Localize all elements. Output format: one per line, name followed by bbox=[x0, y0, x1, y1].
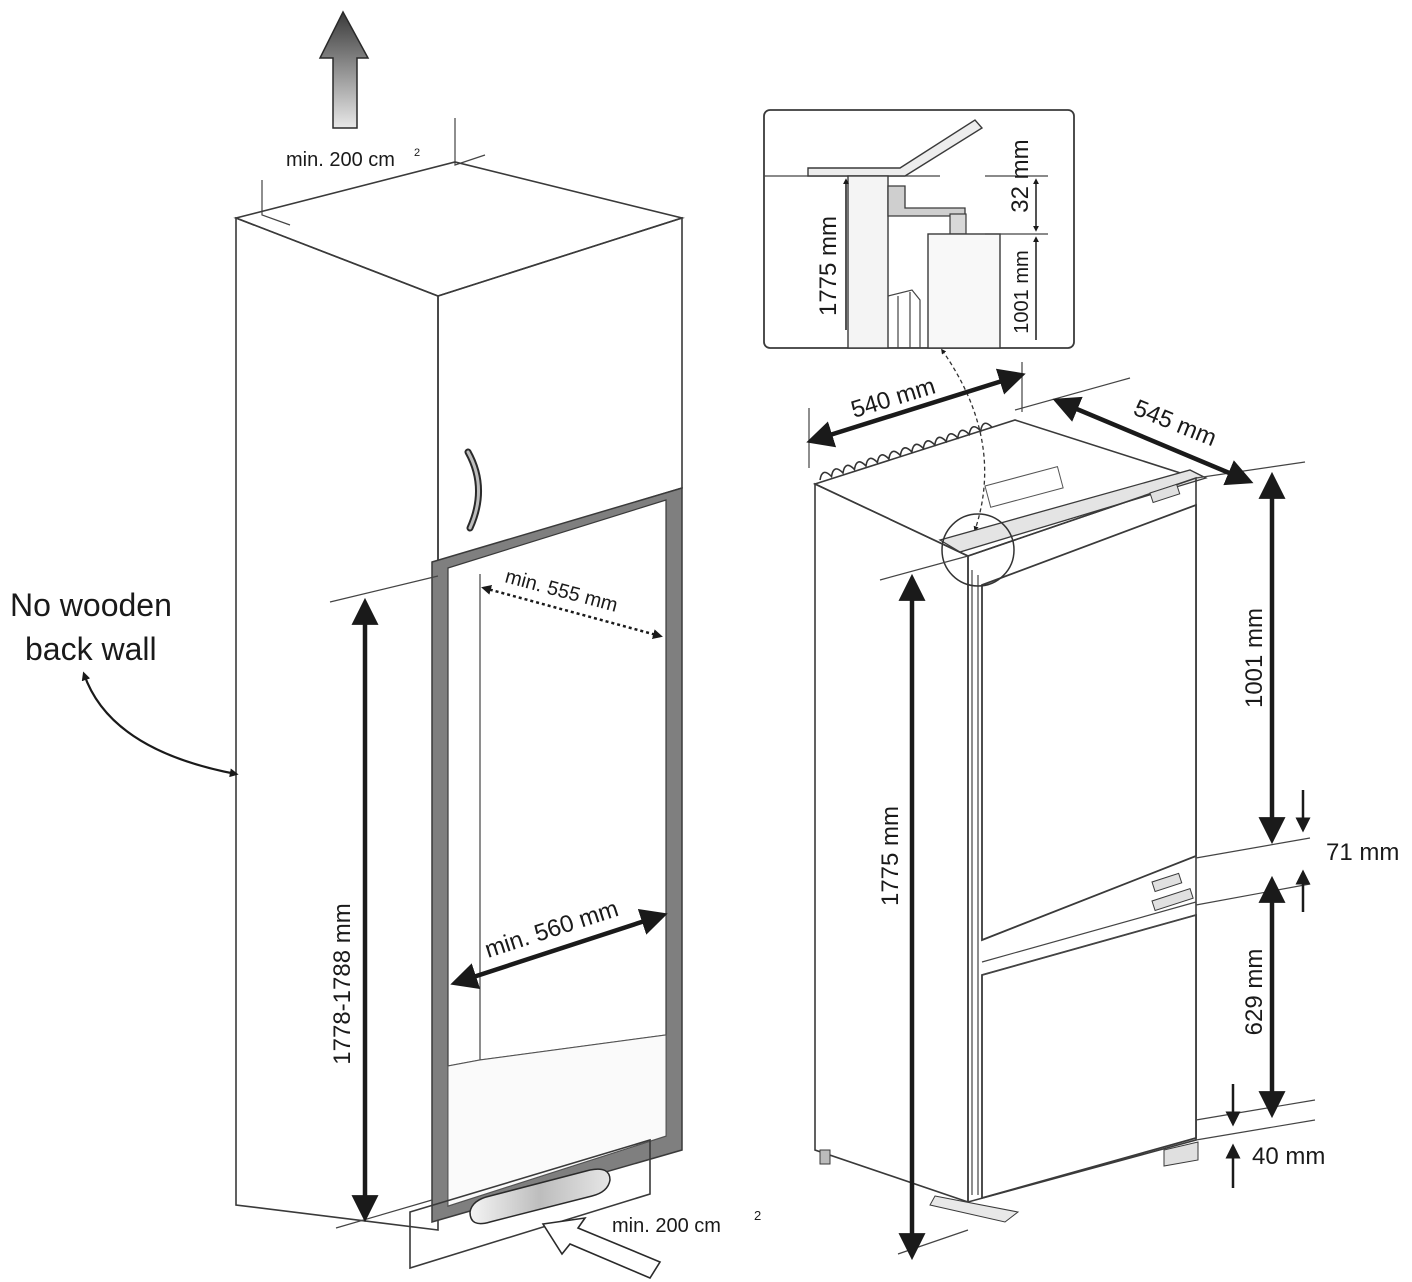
vent-out-arrow-icon bbox=[318, 10, 370, 129]
vent-top-superscript: 2 bbox=[414, 147, 420, 159]
fridge-upper-label: 1001 mm bbox=[1241, 608, 1268, 708]
fridge-bottom-label: 40 mm bbox=[1252, 1143, 1325, 1170]
fridge-depth-label: 545 mm bbox=[1130, 395, 1221, 453]
detail-height-label: 1775 mm bbox=[815, 216, 842, 316]
fridge-lower-label: 629 mm bbox=[1241, 949, 1268, 1036]
fridge-upper-door bbox=[981, 503, 1197, 942]
vent-in-arrow-icon bbox=[541, 1216, 662, 1280]
cabinet-width-dimension bbox=[450, 909, 668, 989]
plinth-vent-slot bbox=[469, 1168, 611, 1225]
plinth bbox=[409, 1138, 651, 1270]
detail-magnifier-circle bbox=[941, 513, 1015, 587]
cabinet-depth-dimension bbox=[481, 585, 663, 639]
cabinet-side bbox=[235, 216, 439, 1231]
vent-bottom-label: min. 200 cm bbox=[612, 1215, 721, 1237]
fridge-drawing bbox=[806, 362, 1316, 1261]
detail-door-label: 1001 mm bbox=[1011, 250, 1033, 333]
cabinet-height-label: 1778-1788 mm bbox=[329, 903, 356, 1064]
fridge-depth-dimension bbox=[1052, 396, 1254, 486]
note-line-1: No wooden bbox=[10, 587, 172, 623]
vent-bottom-superscript: 2 bbox=[754, 1208, 761, 1223]
vent-top-label: min. 200 cm bbox=[286, 149, 395, 171]
note-curved-arrow bbox=[81, 671, 239, 778]
fridge-width-dimension bbox=[806, 368, 1026, 448]
detail-inset bbox=[763, 109, 1075, 349]
detail-gap-label: 32 mm bbox=[1007, 139, 1034, 212]
fridge-gap-label: 71 mm bbox=[1326, 839, 1399, 866]
detail-connector-arrow bbox=[941, 348, 986, 532]
cabinet-drawing bbox=[81, 10, 685, 1280]
note-line-2: back wall bbox=[25, 631, 157, 667]
cabinet-top bbox=[233, 161, 685, 297]
fridge-height-label: 1775 mm bbox=[877, 806, 904, 906]
